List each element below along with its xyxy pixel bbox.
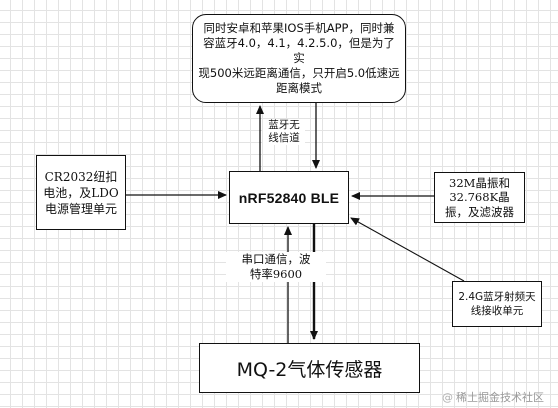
watermark-text: 稀土掘金技术社区 [456, 391, 544, 404]
note-text: 同时安卓和苹果IOS手机APP，同时兼 容蓝牙4.0，4.1，4.2.5.0，但… [198, 21, 400, 95]
main-chip-label: nRF52840 BLE [238, 189, 340, 206]
watermark: @ 稀土掘金技术社区 [442, 389, 544, 405]
power-box: CR2032纽扣 电池，及LDO 电源管理单元 [36, 155, 126, 230]
antenna-label: 2.4G蓝牙射频天 线接收单元 [458, 291, 536, 317]
main-chip-box: nRF52840 BLE [229, 171, 349, 224]
at-icon: @ [442, 390, 453, 404]
label-bluetooth-channel: 蓝牙无 线信道 [263, 119, 305, 145]
arrow-antenna-to-chip [350, 217, 465, 282]
label-uart: 串口通信，波 特率9600 [226, 252, 326, 282]
antenna-box: 2.4G蓝牙射频天 线接收单元 [452, 281, 542, 327]
note-box: 同时安卓和苹果IOS手机APP，同时兼 容蓝牙4.0，4.1，4.2.5.0，但… [192, 14, 406, 103]
crystal-label: 32M晶振和 32.768K晶 振，及滤波器 [445, 175, 514, 219]
power-label: CR2032纽扣 电池，及LDO 电源管理单元 [43, 169, 119, 216]
sensor-label: MQ-2气体传感器 [236, 358, 383, 381]
sensor-box: MQ-2气体传感器 [199, 343, 420, 393]
crystal-box: 32M晶振和 32.768K晶 振，及滤波器 [434, 172, 525, 223]
